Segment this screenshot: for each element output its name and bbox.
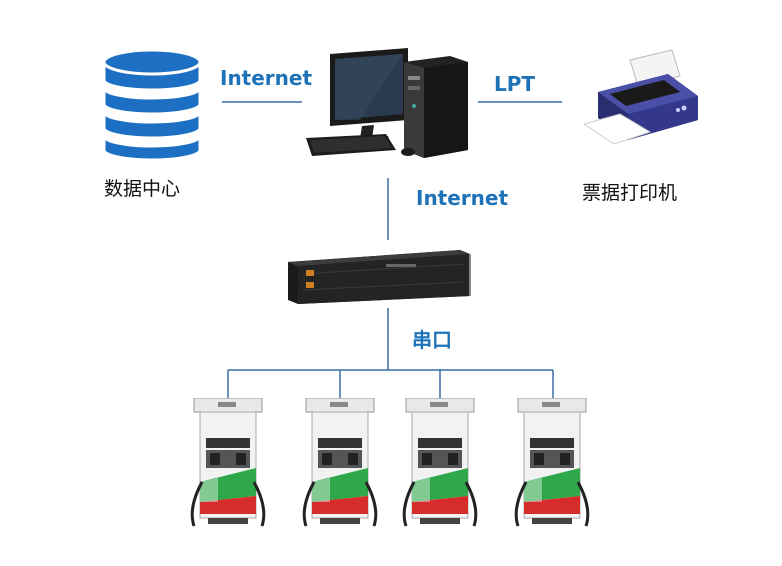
serial-port-connection-label: 串口	[412, 328, 452, 352]
pc-to-controller-connection-label: Internet	[416, 186, 509, 210]
desktop-computer-icon	[306, 48, 468, 158]
database-icon	[102, 48, 202, 162]
fuel-dispenser-icon	[302, 398, 378, 527]
pc-to-printer-connection-label: LPT	[494, 72, 536, 96]
fuel-dispenser-icon	[514, 398, 590, 527]
fuel-dispenser-icon	[190, 398, 266, 527]
data-center-label: 数据中心	[104, 178, 181, 200]
receipt-printer-label: 票据打印机	[582, 182, 678, 204]
rack-server-icon	[288, 250, 471, 304]
fuel-dispenser-icon	[402, 398, 478, 527]
db-to-pc-connection-label: Internet	[220, 66, 313, 90]
printer-icon	[582, 49, 698, 145]
